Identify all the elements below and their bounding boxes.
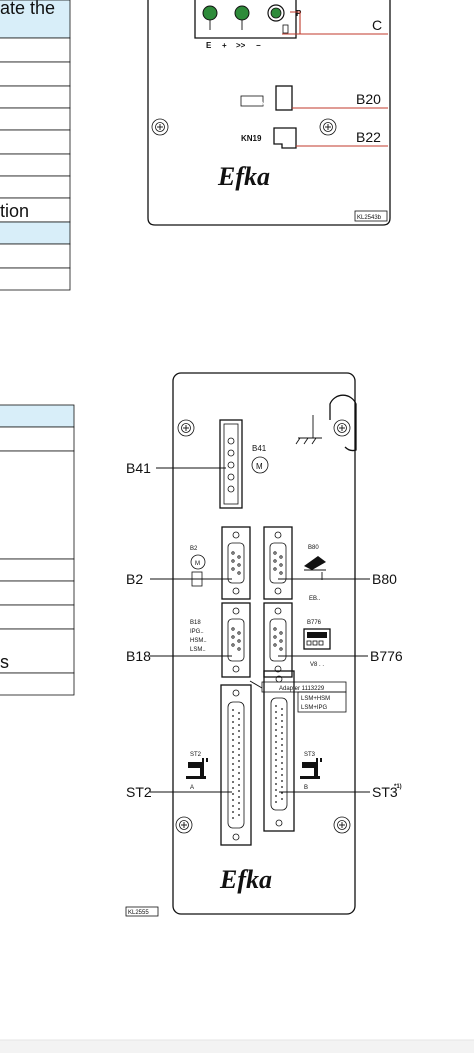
key-label-e: E [206,41,212,50]
page-bottom-edge [0,1040,474,1053]
key-label-minus: − [256,41,261,50]
label-b18: B18 [126,648,151,664]
label-st2: ST2 [126,784,152,800]
screw-hole-icon [177,419,195,437]
label-b41: B41 [126,460,151,476]
screw-hole-icon [333,419,351,437]
b41-small-label: B41 [252,444,267,453]
control-panel-icon [303,628,331,650]
key-label-p: P [296,9,302,18]
key-label-next: >> [236,41,246,50]
screw-hole-icon [151,118,169,136]
b18-list-item: HSM.. [190,638,207,644]
motor-icon-b41 [251,456,269,474]
connector-st2 [220,684,252,846]
key-plus-led-icon[interactable] [234,5,250,21]
v8-label: V8 . . [310,662,324,668]
bottom-table-fragment: s [0,404,75,696]
key-label-plus: + [222,41,227,50]
table-fragment-text-top: ate the [0,0,55,18]
motor-symbol-b2: M [195,561,200,567]
label-st3: ST3 [372,784,398,800]
connector-b20 [275,85,293,111]
ref-code-bottom: KL2555 [128,910,149,916]
adapter-line: LSM+IPG [301,705,328,711]
connector-kn19 [273,127,297,149]
screw-hole-icon [333,816,351,834]
label-b2: B2 [126,571,143,587]
connector-st3 [263,670,295,832]
sewing-machine-icon [186,758,208,779]
kn19-label: KN19 [241,134,262,143]
top-table-fragment: ate the tion [0,0,71,291]
b18-list-item: IPG.. [190,629,204,635]
foot-pedal-icon [304,556,326,580]
ref-code-top: KL2543b [357,215,382,221]
b776-small-label: B776 [307,620,322,626]
ground-icon [295,415,322,445]
st2-small-label: ST2 [190,752,202,758]
b18-list-item: B18 [190,620,201,626]
motor-symbol-b41: M [256,462,263,471]
st2-letter: A [190,785,194,791]
label-b80: B80 [372,571,397,587]
b18-list-item: LSM.. [190,647,206,653]
key-e-led-icon[interactable] [202,5,218,21]
table-fragment-text-mid: tion [0,201,29,221]
key-p-button-icon[interactable] [267,4,285,22]
memory-chip-icon [240,95,264,107]
sewing-machine-icon [300,758,322,779]
pin-row [275,705,283,803]
b2-small-label: B2 [190,546,198,552]
top-control-panel: E + >> − P C Memory B20 KN19 B22 Efka K [147,0,391,226]
connector-b41 [219,419,243,509]
motor-icon-b2 [190,554,206,570]
st3-footnote: *1) [394,784,402,790]
connector-b80 [263,526,293,600]
bottom-control-panel: B41 M B41 B2 M B2 B80 EB.. B80 [125,372,403,917]
b80-small-label: B80 [308,545,319,551]
memory-label: Memory [243,100,265,106]
eb-label: EB.. [309,596,321,602]
adapter-line: LSM+HSM [301,696,330,702]
connector-b776 [263,602,293,678]
connector-b18 [221,602,251,678]
st3-letter: B [304,785,308,791]
label-c: C [372,17,382,33]
label-b776: B776 [370,648,403,664]
pin-row [232,709,240,819]
label-b22: B22 [356,129,381,145]
adapter-line: Adapter 1113229 [279,686,325,692]
efka-logo-top: Efka [217,162,270,191]
screw-hole-icon [175,816,193,834]
small-connector-icon [282,24,289,34]
st3-small-label: ST3 [304,752,316,758]
efka-logo-bottom: Efka [219,865,272,894]
connector-b2 [221,526,251,600]
screw-hole-icon [319,118,337,136]
table-fragment-text-s: s [0,652,9,672]
label-b20: B20 [356,91,381,107]
